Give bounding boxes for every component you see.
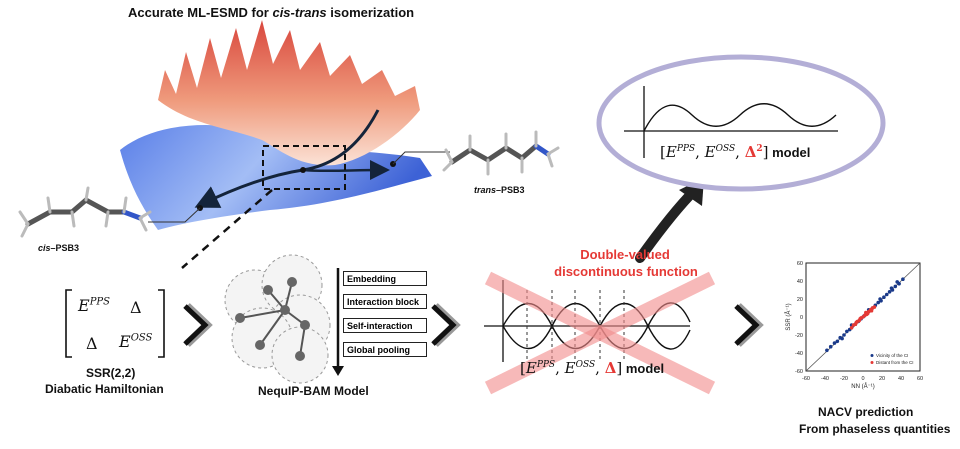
y-tick-label: -40 <box>795 351 803 357</box>
y-tick-label: 20 <box>797 297 803 303</box>
chevron-right-icon <box>431 303 461 347</box>
discontinuous-label-1: Double-valued <box>580 247 670 262</box>
x-tick-label: -60 <box>802 376 810 382</box>
hamiltonian-caption-1: SSR(2,2) <box>86 366 136 380</box>
y-tick-label: 40 <box>797 279 803 285</box>
nacv-caption-2: From phaseless quantities <box>799 422 951 436</box>
upper-potential-surface <box>158 20 420 166</box>
data-point <box>840 336 844 341</box>
matrix-e-pps: EPPS <box>78 296 110 315</box>
trans-psb3-label: trans–PSB3 <box>474 185 525 195</box>
x-tick-label: 0 <box>861 376 864 382</box>
legend-marker <box>870 354 874 357</box>
nequip-graph-icon <box>224 254 331 384</box>
x-axis-label: NN (Å⁻¹) <box>851 383 875 390</box>
legend-label: Distant from the CI <box>876 360 914 365</box>
nequip-block-self-interaction: Self-interaction <box>343 318 427 333</box>
y-tick-label: 60 <box>797 261 803 267</box>
x-tick-label: -20 <box>840 376 848 382</box>
data-point <box>845 329 849 334</box>
continuous-function-plot <box>596 54 886 192</box>
y-tick-label: 0 <box>800 315 803 321</box>
legend-marker <box>870 361 874 364</box>
data-point <box>825 348 829 353</box>
cis-psb3-molecule <box>18 186 152 238</box>
data-point <box>828 344 833 349</box>
nequip-block-embedding: Embedding <box>343 271 427 286</box>
discontinuous-function-plot <box>484 271 716 395</box>
data-point <box>876 300 880 305</box>
x-tick-label: 60 <box>917 376 923 382</box>
y-axis-label: SSR (Å⁻¹) <box>785 303 792 330</box>
hamiltonian-caption-2: Diabatic Hamiltonian <box>45 382 164 396</box>
figure-title: Accurate ML-ESMD for cis-trans isomeriza… <box>128 5 415 20</box>
nequip-caption: NequIP-BAM Model <box>258 384 369 398</box>
data-point <box>858 317 862 321</box>
y-tick-label: -20 <box>795 333 803 339</box>
model-delta-label: [EPPS, EOSS, Δ] model <box>520 359 665 377</box>
data-point <box>832 341 837 345</box>
matrix-delta-21: Δ <box>86 334 98 353</box>
chevron-right-icon <box>183 303 213 347</box>
data-point <box>842 333 846 337</box>
x-tick-label: 20 <box>879 376 885 382</box>
data-point <box>889 286 894 291</box>
matrix-e-oss: EOSS <box>119 332 153 351</box>
chevron-right-icon <box>734 303 764 347</box>
model-delta-squared-label: [EPPS, EOSS, Δ2] model <box>660 143 811 161</box>
data-point <box>835 339 840 344</box>
y-tick-label: -60 <box>795 369 803 375</box>
data-point <box>882 295 886 300</box>
legend-label: Vicinity of the CI <box>876 353 908 358</box>
nequip-block-global-pooling: Global pooling <box>343 342 427 357</box>
nacv-caption-1: NACV prediction <box>818 405 914 419</box>
cis-psb3-label: cis–PSB3 <box>38 243 80 253</box>
data-point <box>884 292 889 297</box>
x-tick-label: -40 <box>821 376 829 382</box>
data-point <box>887 290 892 294</box>
data-point <box>854 320 859 325</box>
data-point <box>893 284 898 289</box>
x-tick-label: 40 <box>898 376 904 382</box>
data-point <box>878 297 882 301</box>
data-point <box>865 311 870 316</box>
data-point <box>895 280 899 284</box>
nequip-block-interaction: Interaction block <box>343 294 427 309</box>
trans-psb3-molecule <box>442 130 560 176</box>
data-point <box>849 326 854 330</box>
data-point <box>901 277 905 282</box>
data-point <box>869 308 874 313</box>
matrix-delta-12: Δ <box>130 298 142 317</box>
data-point <box>872 305 877 309</box>
discontinuous-label-2: discontinuous function <box>554 264 698 279</box>
